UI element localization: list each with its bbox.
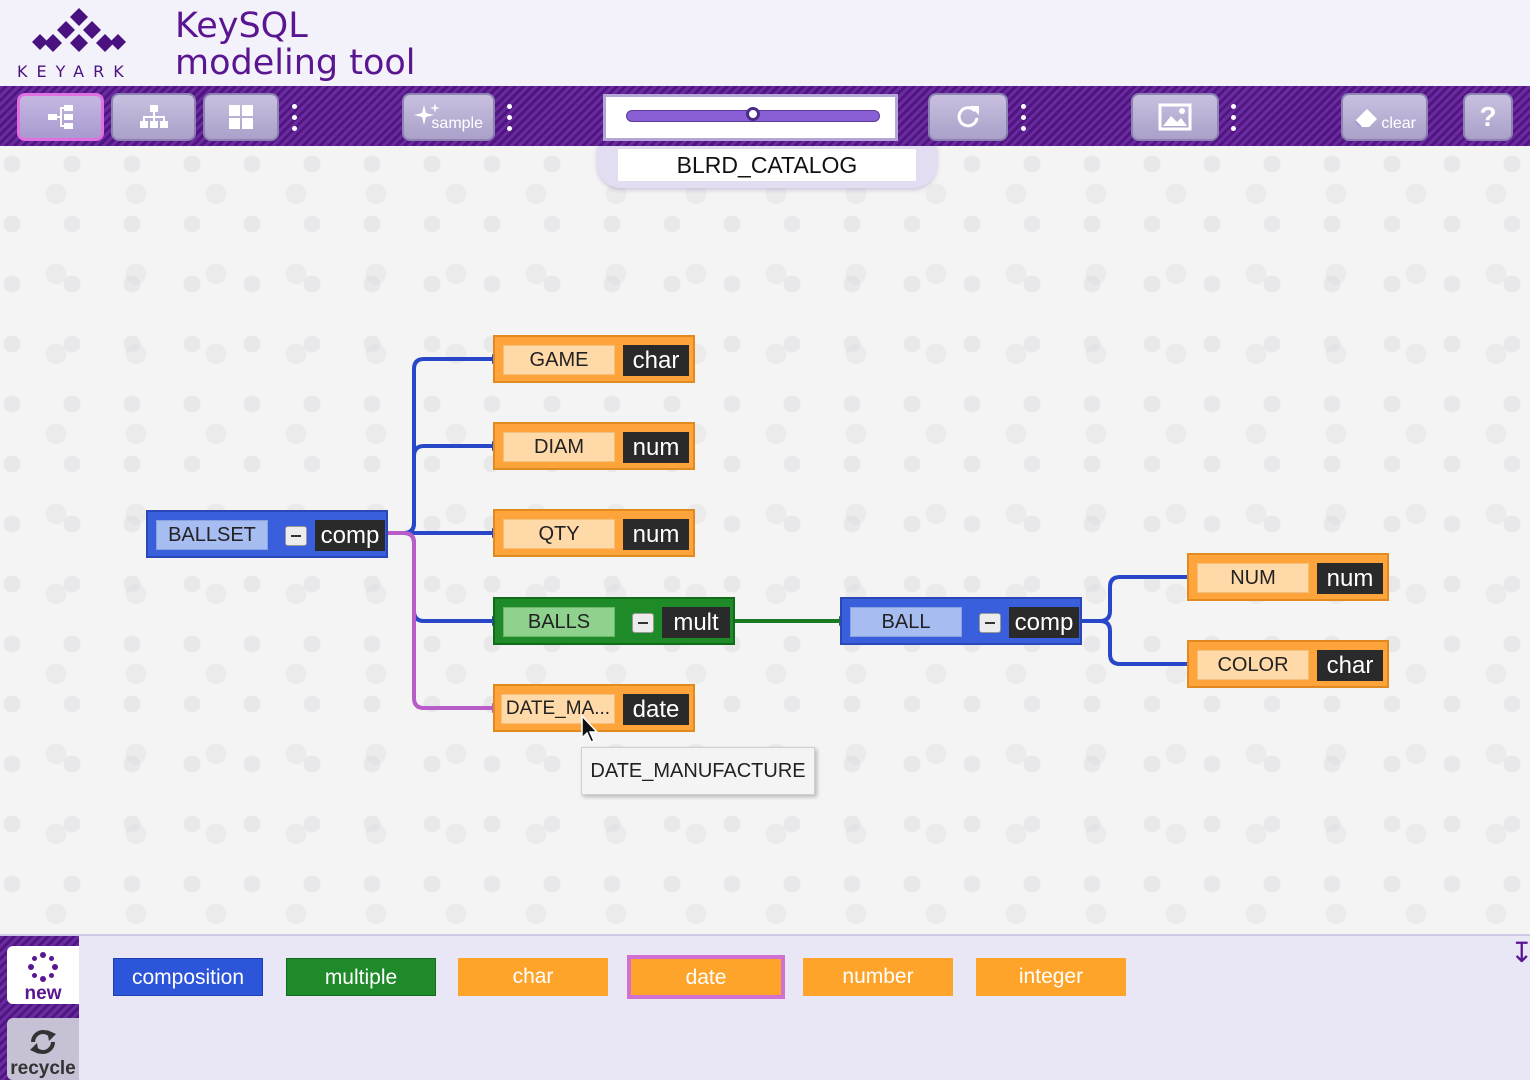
catalog-name[interactable]: BLRD_CATALOG: [618, 149, 916, 181]
node-name[interactable]: COLOR: [1197, 650, 1309, 680]
node-tooltip: DATE_MANUFACTURE: [581, 747, 815, 795]
node-color[interactable]: COLOR char: [1187, 640, 1389, 688]
app-title-line1: KeySQL: [175, 6, 308, 46]
tree-view-button[interactable]: [17, 93, 104, 141]
palette-date[interactable]: date: [627, 955, 785, 999]
new-sparkle-icon: [28, 952, 58, 982]
refresh-icon: [957, 106, 979, 128]
node-name[interactable]: BALLS: [503, 607, 615, 637]
image-export-button[interactable]: [1131, 93, 1219, 141]
export-menu-dots[interactable]: [1231, 104, 1237, 132]
zoom-slider[interactable]: [603, 94, 898, 141]
node-num[interactable]: NUM num: [1187, 553, 1389, 601]
node-qty[interactable]: QTY num: [493, 509, 695, 557]
node-balls[interactable]: BALLS mult: [493, 597, 735, 645]
tree-view-icon: [47, 105, 73, 129]
node-type[interactable]: char: [623, 345, 689, 376]
palette-integer[interactable]: integer: [976, 958, 1126, 996]
new-label: new: [24, 983, 62, 1004]
refresh-button[interactable]: [928, 93, 1008, 141]
recycle-icon: [30, 1030, 56, 1054]
recycle-label: recycle: [10, 1058, 76, 1079]
collapse-icon[interactable]: [285, 526, 307, 546]
logo-wordmark: KEYARK: [17, 62, 133, 81]
app-header: KEYARK KeySQL modeling tool: [0, 0, 1530, 86]
node-name[interactable]: QTY: [503, 519, 615, 549]
sample-label: sample: [431, 115, 483, 132]
zoom-track[interactable]: [626, 107, 880, 122]
collapse-icon[interactable]: [979, 613, 1001, 633]
app-title-line2: modeling tool: [175, 43, 416, 83]
node-type[interactable]: comp: [1009, 607, 1079, 638]
node-type[interactable]: comp: [315, 520, 385, 551]
hierarchy-icon: [139, 105, 168, 128]
keyark-logo: [32, 8, 126, 52]
clear-button[interactable]: clear: [1341, 93, 1428, 141]
node-name[interactable]: NUM: [1197, 563, 1309, 593]
node-name[interactable]: BALL: [850, 607, 962, 637]
node-name[interactable]: DIAM: [503, 432, 615, 462]
collapse-icon[interactable]: [632, 613, 654, 633]
new-button[interactable]: new: [7, 946, 79, 1004]
node-type[interactable]: num: [623, 432, 689, 463]
palette-char[interactable]: char: [458, 958, 608, 996]
main-toolbar: sample clear ?: [0, 86, 1530, 146]
node-name[interactable]: BALLSET: [156, 520, 268, 550]
sample-menu-dots[interactable]: [507, 104, 513, 132]
app-title: KeySQL modeling tool: [175, 8, 416, 82]
image-icon: [1158, 103, 1192, 131]
node-ball[interactable]: BALL comp: [840, 597, 1082, 645]
node-name[interactable]: GAME: [503, 345, 615, 375]
palette-composition[interactable]: composition: [113, 958, 263, 996]
sample-button[interactable]: sample: [402, 93, 495, 141]
node-name[interactable]: DATE_MA...: [501, 694, 615, 724]
grid-icon: [229, 105, 253, 129]
view-menu-dots[interactable]: [292, 104, 298, 132]
node-date-manufacture[interactable]: DATE_MA... date: [493, 684, 695, 732]
node-type[interactable]: num: [623, 519, 689, 550]
node-ballset[interactable]: BALLSET comp: [146, 510, 388, 558]
catalog-tab: BLRD_CATALOG: [597, 146, 937, 188]
node-diam[interactable]: DIAM num: [493, 422, 695, 470]
node-type[interactable]: date: [623, 694, 689, 725]
zoom-thumb[interactable]: [746, 107, 760, 121]
node-game[interactable]: GAME char: [493, 335, 695, 383]
recycle-button[interactable]: recycle: [7, 1018, 79, 1080]
palette-number[interactable]: number: [803, 958, 953, 996]
clear-label: clear: [1381, 115, 1416, 132]
hierarchy-view-button[interactable]: [111, 93, 196, 141]
node-type[interactable]: char: [1317, 650, 1383, 681]
scroll-down-icon[interactable]: ↧: [1510, 937, 1530, 968]
eraser-icon: [1354, 109, 1377, 128]
mouse-cursor-icon: [581, 714, 599, 743]
node-type[interactable]: num: [1317, 563, 1383, 594]
sparkle-icon: [414, 103, 440, 125]
grid-view-button[interactable]: [203, 93, 279, 141]
refresh-menu-dots[interactable]: [1021, 104, 1027, 132]
node-type[interactable]: mult: [662, 607, 730, 638]
help-button[interactable]: ?: [1463, 93, 1513, 141]
palette-multiple[interactable]: multiple: [286, 958, 436, 996]
